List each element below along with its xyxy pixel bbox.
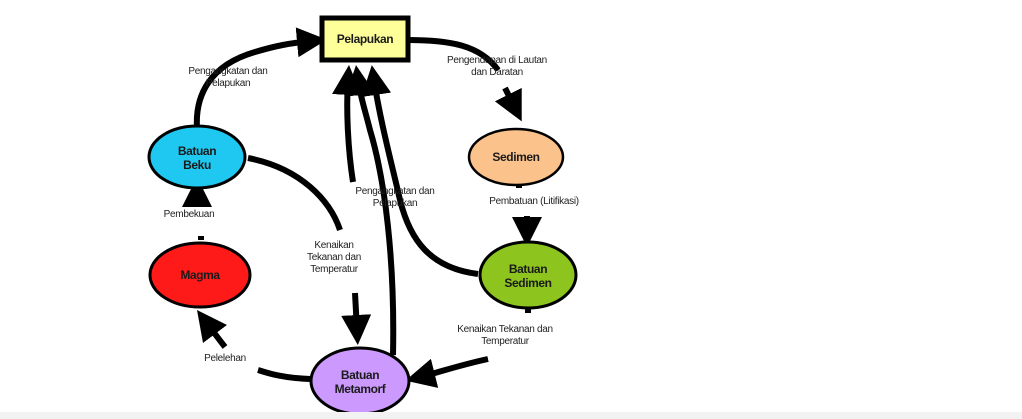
arrow-metamorf-to-magma [257, 367, 311, 382]
label-line: Tekanan dan [307, 252, 361, 263]
node-sedimen-label: Sedimen [492, 150, 540, 164]
node-pelapukan [319, 15, 411, 63]
arrow-metamorf-up-left [332, 65, 362, 183]
label-line: Pelapukan [205, 78, 251, 89]
label-line: Metamorf [334, 382, 386, 396]
label-line: Sedimen [504, 276, 552, 290]
edge-label-sedimen-pelapukan: Pengangkatan dan Pelapukan [340, 186, 450, 210]
arrow-pelapukan-to-sedimen-head [494, 86, 522, 122]
node-magma-label: Magma [180, 268, 220, 282]
arrow-beku-to-metamorf [247, 155, 343, 231]
label-line: Kenaikan Tekanan dan [457, 324, 553, 335]
arrow-metamorf-to-magma-head [196, 310, 228, 349]
label-line: Pelapukan [372, 198, 418, 209]
label-line: Beku [183, 158, 211, 172]
edge-label-magma-beku: Pembekuan [163, 209, 215, 220]
label-line: Pengendapan di Lautan [447, 55, 547, 66]
label-line: Temperatur [310, 264, 358, 275]
label-line: Temperatur [481, 336, 529, 347]
node-batuan-beku-label: Batuan Beku [149, 144, 245, 172]
edge-label-beku-metamorf: Kenaikan Tekanan dan Temperatur [294, 240, 374, 276]
label-line: Batuan [340, 368, 380, 382]
node-batuan-sedimen [478, 240, 578, 310]
node-batuan-sedimen-label: Batuan Sedimen [480, 262, 576, 290]
arrow-metamorf-to-pelapukan [345, 65, 397, 356]
edge-label-sedimen-batuan-sedimen: Pembatuan (Litifikasi) [489, 196, 579, 207]
arrow-beku-to-metamorf-head [341, 292, 372, 345]
node-magma [148, 241, 252, 309]
edge-label-pelapukan-sedimen: Pengendapan di Lautan dan Daratan [432, 55, 562, 79]
label-line: Pengangkatan dan [188, 66, 268, 77]
arrow-pelapukan-to-sedimen [406, 37, 501, 72]
label-line: Kenaikan [314, 240, 354, 251]
bottom-strip [0, 412, 1022, 419]
node-sedimen [467, 127, 565, 187]
edge-label-batuan-sedimen-metamorf: Kenaikan Tekanan dan Temperatur [445, 324, 565, 348]
arrow-beku-to-pelapukan [193, 27, 327, 129]
node-pelapukan-label: Pelapukan [336, 32, 394, 46]
label-line: Batuan [508, 262, 548, 276]
edge-label-beku-pelapukan: Pengangkatan dan Pelapukan [168, 66, 288, 90]
node-batuan-beku [147, 124, 247, 190]
node-batuan-metamorf-label: Batuan Metamorf [311, 368, 409, 396]
arrow-batuan-sedimen-to-pelapukan [361, 65, 479, 277]
arrow-batuan-sedimen-to-metamorf-curve [405, 356, 489, 388]
edge-label-metamorf-magma: Pelelehan [204, 353, 246, 364]
label-line: dan Daratan [471, 67, 523, 78]
label-line: Pengangkatan dan [355, 186, 435, 197]
label-line: Batuan [177, 144, 217, 158]
